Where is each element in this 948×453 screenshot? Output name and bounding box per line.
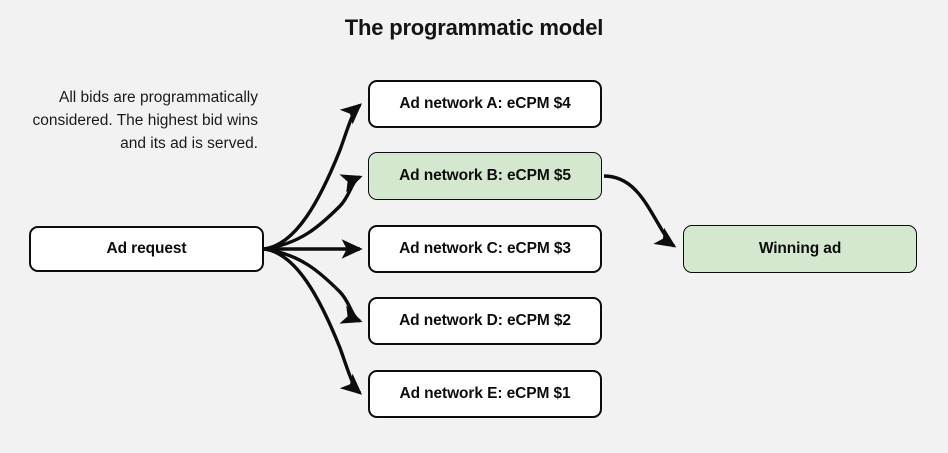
edge-request-to-network-d: [263, 247, 363, 324]
node-ad-network-a-label: Ad network A: eCPM $4: [399, 95, 571, 112]
edge-request-to-network-a: [263, 103, 363, 251]
page-title: The programmatic model: [344, 15, 604, 40]
description-text: All bids are programmatically considered…: [32, 89, 258, 152]
node-ad-request-label: Ad request: [106, 240, 187, 257]
edge-network-b-to-winner: [603, 174, 677, 248]
node-ad-network-e-label: Ad network E: eCPM $1: [399, 385, 571, 402]
node-winning-ad-label: Winning ad: [758, 240, 842, 257]
node-ad-network-c-label: Ad network C: eCPM $3: [399, 240, 571, 257]
node-winning-ad[interactable]: Winning ad: [683, 225, 917, 273]
node-ad-network-b-label: Ad network B: eCPM $5: [399, 167, 571, 184]
node-ad-network-d[interactable]: Ad network D: eCPM $2: [368, 297, 602, 345]
node-ad-network-d-label: Ad network D: eCPM $2: [399, 312, 571, 329]
edge-request-to-network-b: [263, 174, 363, 251]
node-ad-network-b[interactable]: Ad network B: eCPM $5: [368, 152, 602, 200]
node-ad-network-e[interactable]: Ad network E: eCPM $1: [368, 370, 602, 418]
edge-request-to-network-e: [263, 247, 363, 395]
node-ad-network-c[interactable]: Ad network C: eCPM $3: [368, 225, 602, 273]
node-ad-network-a[interactable]: Ad network A: eCPM $4: [368, 80, 602, 128]
node-ad-request[interactable]: Ad request: [29, 226, 264, 272]
